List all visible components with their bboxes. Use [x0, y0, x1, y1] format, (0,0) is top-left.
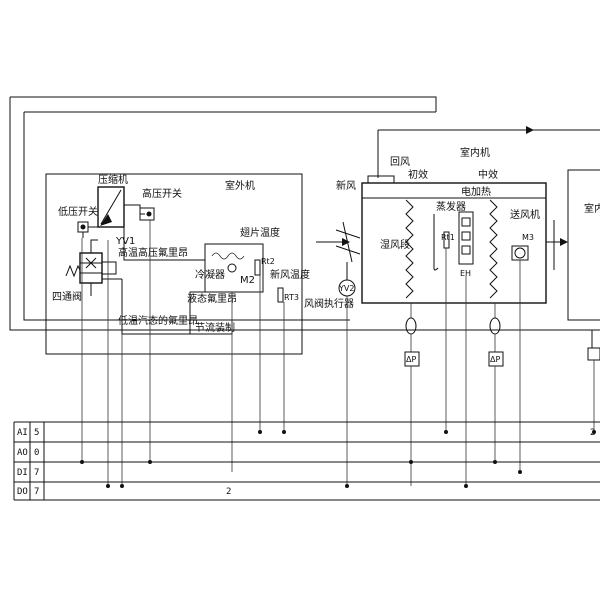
- low-pressure-switch-label: 低压开关: [58, 205, 98, 218]
- io-type-label: AO: [17, 448, 28, 458]
- fresh-air-inlet: 新风 YV2 风阀执行器: [304, 179, 361, 486]
- flow-arrow-icon: [560, 238, 568, 246]
- dp-sensor-1: ΔP: [404, 303, 420, 486]
- io-count-label: 0: [34, 448, 39, 458]
- fresh-air-label: 新风: [336, 179, 356, 192]
- compressor-label: 压缩机: [98, 173, 128, 186]
- io-count-label: 7: [34, 487, 39, 497]
- damper-actuator-label: 风阀执行器: [304, 297, 354, 310]
- solenoid-icon: [101, 261, 117, 275]
- humidifier-label: 湿风段: [380, 238, 410, 251]
- primary-filter-icon: [405, 199, 414, 299]
- io-row: DI 7: [17, 468, 39, 478]
- room-frame: [567, 169, 600, 321]
- temp-sensor-icon: [277, 287, 284, 303]
- connection-dot: [409, 460, 413, 464]
- valve-yv1-label: YV1: [115, 236, 135, 247]
- condenser-label: 冷凝器: [195, 268, 225, 281]
- connection-dot: [282, 430, 286, 434]
- outer-loop-lines: [9, 96, 600, 331]
- dp-sensor-icon: [488, 351, 504, 367]
- sensor-rt2-label: Rt2: [261, 257, 275, 266]
- spring-icon: [65, 264, 81, 278]
- indoor-unit: 室内机 回风 初效 电加热 中效 蒸发器 湿风段 送风机 Rt1 EH M3: [361, 146, 568, 486]
- temp-sensor-icon: [254, 259, 261, 276]
- condenser-frame: [204, 243, 264, 293]
- dp-sensor-2: ΔP: [488, 303, 504, 462]
- flow-arrow-icon: [342, 238, 350, 246]
- compressor: 压缩机: [97, 173, 141, 228]
- connection-dot: [120, 484, 124, 488]
- compressor-icon: [97, 186, 125, 228]
- outdoor-unit: 室外机 压缩机 低压开关 高压开关: [45, 173, 310, 486]
- temp-sensor-icon: [443, 231, 450, 249]
- outdoor-unit-frame: [45, 173, 303, 355]
- dp-sensor-1-label: ΔP: [406, 355, 416, 364]
- medium-filter-label: 中效: [478, 168, 498, 181]
- valve-yv2-label: YV2: [338, 284, 354, 293]
- high-pressure-switch: 高压开关: [139, 187, 182, 221]
- return-air-label: 回风: [390, 156, 410, 168]
- condenser-coil-icon: [211, 252, 245, 260]
- condenser-section: 高温高压氟里昂 翅片温度 冷凝器 M2 Rt2 液态氟里昂: [118, 226, 280, 323]
- throttle-section: 低温汽态的氟里昂 节流装制: [118, 279, 235, 335]
- four-way-valve-icon: [79, 252, 103, 284]
- room-partial-label: 室内: [584, 202, 600, 215]
- connection-dot: [493, 460, 497, 464]
- connection-dot: [464, 484, 468, 488]
- fan-m3-label: M3: [522, 233, 534, 242]
- io-type-label: AI: [17, 428, 28, 438]
- room-partial: 室内: [567, 169, 600, 432]
- io-type-label: DI: [17, 468, 28, 478]
- return-air-grille: [367, 175, 395, 184]
- io-type-label: DO: [17, 487, 28, 497]
- evaporator-coil-icon: [433, 214, 439, 271]
- high-pressure-switch-label: 高压开关: [142, 187, 182, 200]
- supply-fan-label: 送风机: [510, 208, 540, 221]
- fan-icon: [227, 263, 237, 273]
- throttle-device-label: 节流装制: [195, 321, 235, 334]
- sensor-rt3-label: RT3: [284, 293, 299, 302]
- four-way-valve: YV1 四通阀: [52, 236, 135, 303]
- high-temp-freon-label: 高温高压氟里昂: [118, 246, 188, 259]
- sensor-rt1-label: Rt1: [441, 233, 455, 242]
- connection-dot: [80, 460, 84, 464]
- medium-filter-icon: [489, 199, 498, 299]
- io-row: DO 7: [17, 487, 39, 497]
- indoor-unit-title: 室内机: [460, 146, 490, 159]
- io-table: AI 5 AO 0 DI 7 DO 7 2 2: [13, 421, 600, 501]
- connection-dot: [106, 484, 110, 488]
- low-pressure-switch: 低压开关: [58, 205, 98, 238]
- evaporator-label: 蒸发器: [436, 200, 466, 213]
- electric-heater-label: 电加热: [461, 185, 491, 198]
- connection-dot: [518, 470, 522, 474]
- four-way-valve-label: 四通阀: [52, 290, 82, 303]
- io-row: AO 0: [17, 448, 39, 458]
- io-row: AI 5: [17, 428, 39, 438]
- io-count-label: 5: [34, 428, 39, 438]
- dp-sensor-2-label: ΔP: [490, 355, 500, 364]
- fin-temperature-label: 翅片温度: [240, 226, 280, 239]
- fan-m2-label: M2: [240, 275, 255, 286]
- fresh-air-temp-sensor: 新风温度 RT3: [270, 268, 310, 303]
- connection-dot: [148, 460, 152, 464]
- liquid-freon-label: 液态氟里昂: [187, 292, 237, 305]
- connection-dot: [592, 430, 596, 434]
- io-mark-label: 2: [226, 487, 231, 497]
- heater-eh-label: EH: [460, 269, 471, 278]
- electric-heater-icon: [458, 211, 474, 265]
- outdoor-unit-title: 室外机: [225, 179, 255, 192]
- io-count-label: 7: [34, 468, 39, 478]
- connection-dot: [258, 430, 262, 434]
- fresh-air-temp-label: 新风温度: [270, 268, 310, 281]
- connection-dot: [345, 484, 349, 488]
- flow-arrow-icon: [526, 126, 534, 134]
- connection-dot: [444, 430, 448, 434]
- dp-sensor-icon: [404, 351, 420, 367]
- low-temp-vapor-label: 低温汽态的氟里昂: [118, 314, 198, 327]
- primary-filter-label: 初效: [408, 168, 428, 181]
